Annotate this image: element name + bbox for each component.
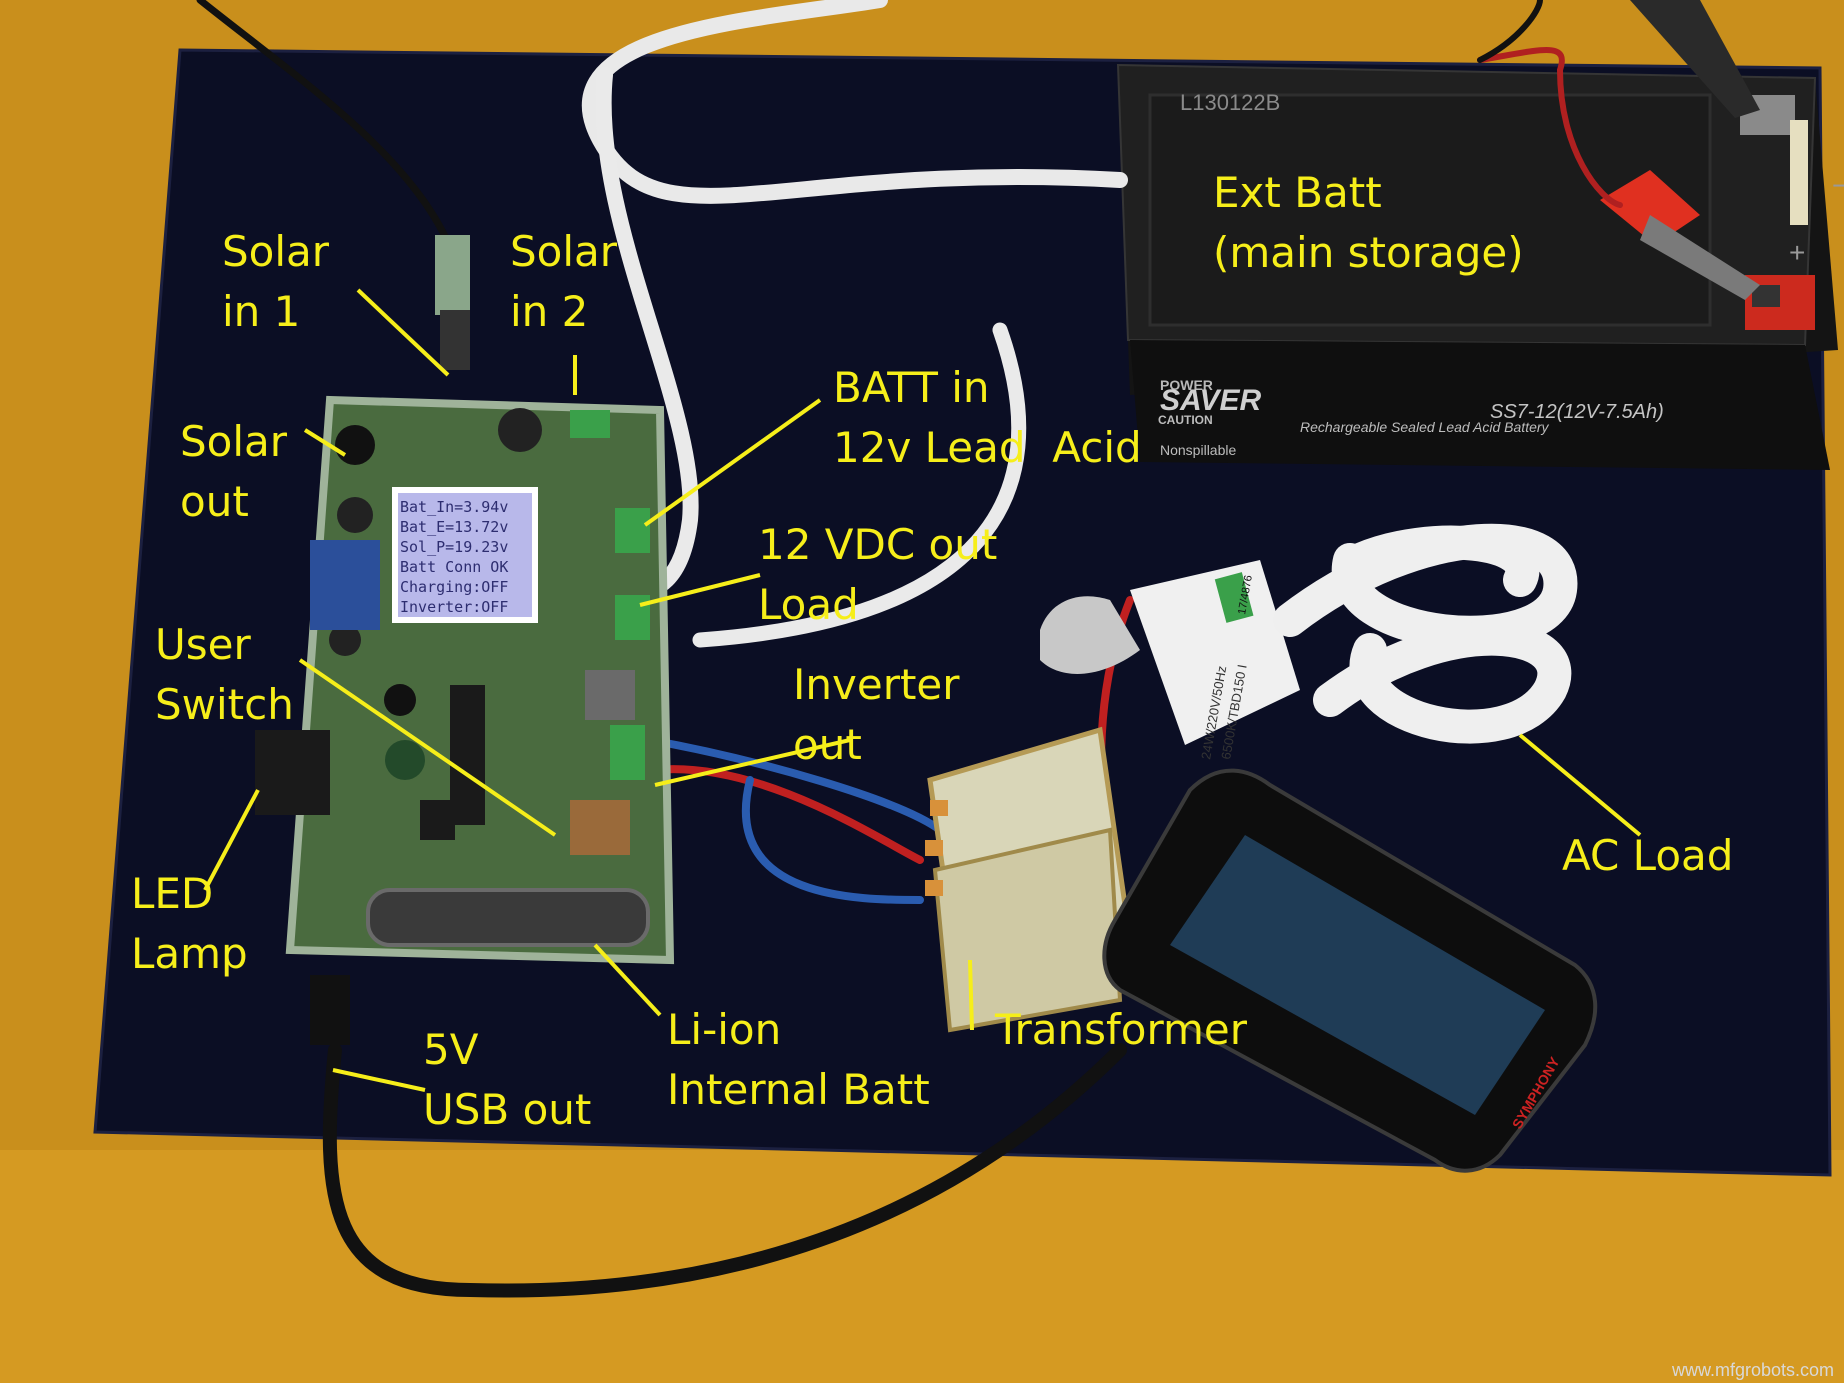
- controller-pcb: Bat_In=3.94v Bat_E=13.72v Sol_P=19.23v B…: [255, 235, 675, 1045]
- usb-plug: [310, 975, 350, 1045]
- led-lamp: [255, 730, 330, 815]
- svg-text:+: +: [1789, 237, 1805, 268]
- user-switch-button: [384, 684, 416, 716]
- label-solar-out: Solar out: [180, 417, 288, 526]
- lcd-line: Sol_P=19.23v: [400, 538, 508, 556]
- capacitor: [385, 740, 425, 780]
- battery-brand-prefix: POWER: [1160, 377, 1213, 393]
- svg-text:−: −: [1832, 170, 1844, 201]
- li-ion-cell: [366, 888, 650, 947]
- battery-code: L130122B: [1180, 90, 1280, 115]
- capacitor: [337, 497, 373, 533]
- capacitor: [329, 624, 361, 656]
- battery-subtitle: Rechargeable Sealed Lead Acid Battery: [1300, 419, 1550, 435]
- label-solar-in-1: Solar in 1: [222, 227, 330, 336]
- dc-converter: [310, 540, 380, 630]
- mosfet: [585, 670, 635, 720]
- callout-lines: [203, 288, 1642, 1092]
- external-battery: L130122B POWER SAVER SS7-12(12V-7.5Ah) R…: [1116, 0, 1844, 470]
- battery-nonspillable: Nonspillable: [1160, 442, 1236, 458]
- battery-brand: SAVER: [1160, 384, 1261, 417]
- watermark: www.mfgrobots.com: [1671, 1360, 1834, 1380]
- inductor: [570, 800, 630, 855]
- battery-model: SS7-12(12V-7.5Ah): [1490, 401, 1664, 423]
- label-solar-in-2: Solar in 2: [510, 227, 618, 336]
- solar-jack: [335, 425, 375, 465]
- label-inverter-out: Inverter out: [793, 660, 960, 769]
- label-transformer: Transformer: [995, 1005, 1248, 1054]
- label-led-lamp: LED Lamp: [131, 869, 248, 978]
- ic-chip: [450, 685, 485, 825]
- label-user-switch: User Switch: [155, 620, 294, 729]
- ic-chip: [420, 800, 455, 840]
- lcd-line: Bat_E=13.72v: [400, 518, 508, 536]
- lcd-line: Batt Conn OK: [400, 558, 508, 576]
- label-usb-out: 5V USB out: [423, 1025, 592, 1134]
- lcd-line: Bat_In=3.94v: [400, 498, 508, 516]
- lcd-line: Charging:OFF: [400, 578, 508, 596]
- terminal-block: [615, 508, 650, 553]
- cfl-bulb: 24W/220V/50Hz 6500K/TBD150 I 17/4876: [1040, 523, 1578, 761]
- capacitor: [498, 408, 542, 452]
- lcd-line: Inverter:OFF: [400, 598, 508, 616]
- label-12vdc-out: 12 VDC out Load: [758, 520, 998, 629]
- solar-connector: [435, 235, 470, 315]
- terminal-block: [570, 410, 610, 438]
- label-ac-load: AC Load: [1562, 831, 1734, 880]
- lcd-display: [392, 487, 538, 623]
- battery-caution: CAUTION: [1158, 413, 1213, 427]
- terminal-block: [610, 725, 645, 780]
- label-batt-in: BATT in 12v Lead Acid: [833, 363, 1142, 472]
- transformer: [925, 726, 1133, 1033]
- label-ext-batt: Ext Batt (main storage): [1213, 168, 1524, 277]
- terminal-block: [615, 595, 650, 640]
- label-li-ion: Li-ion Internal Batt: [667, 1005, 930, 1114]
